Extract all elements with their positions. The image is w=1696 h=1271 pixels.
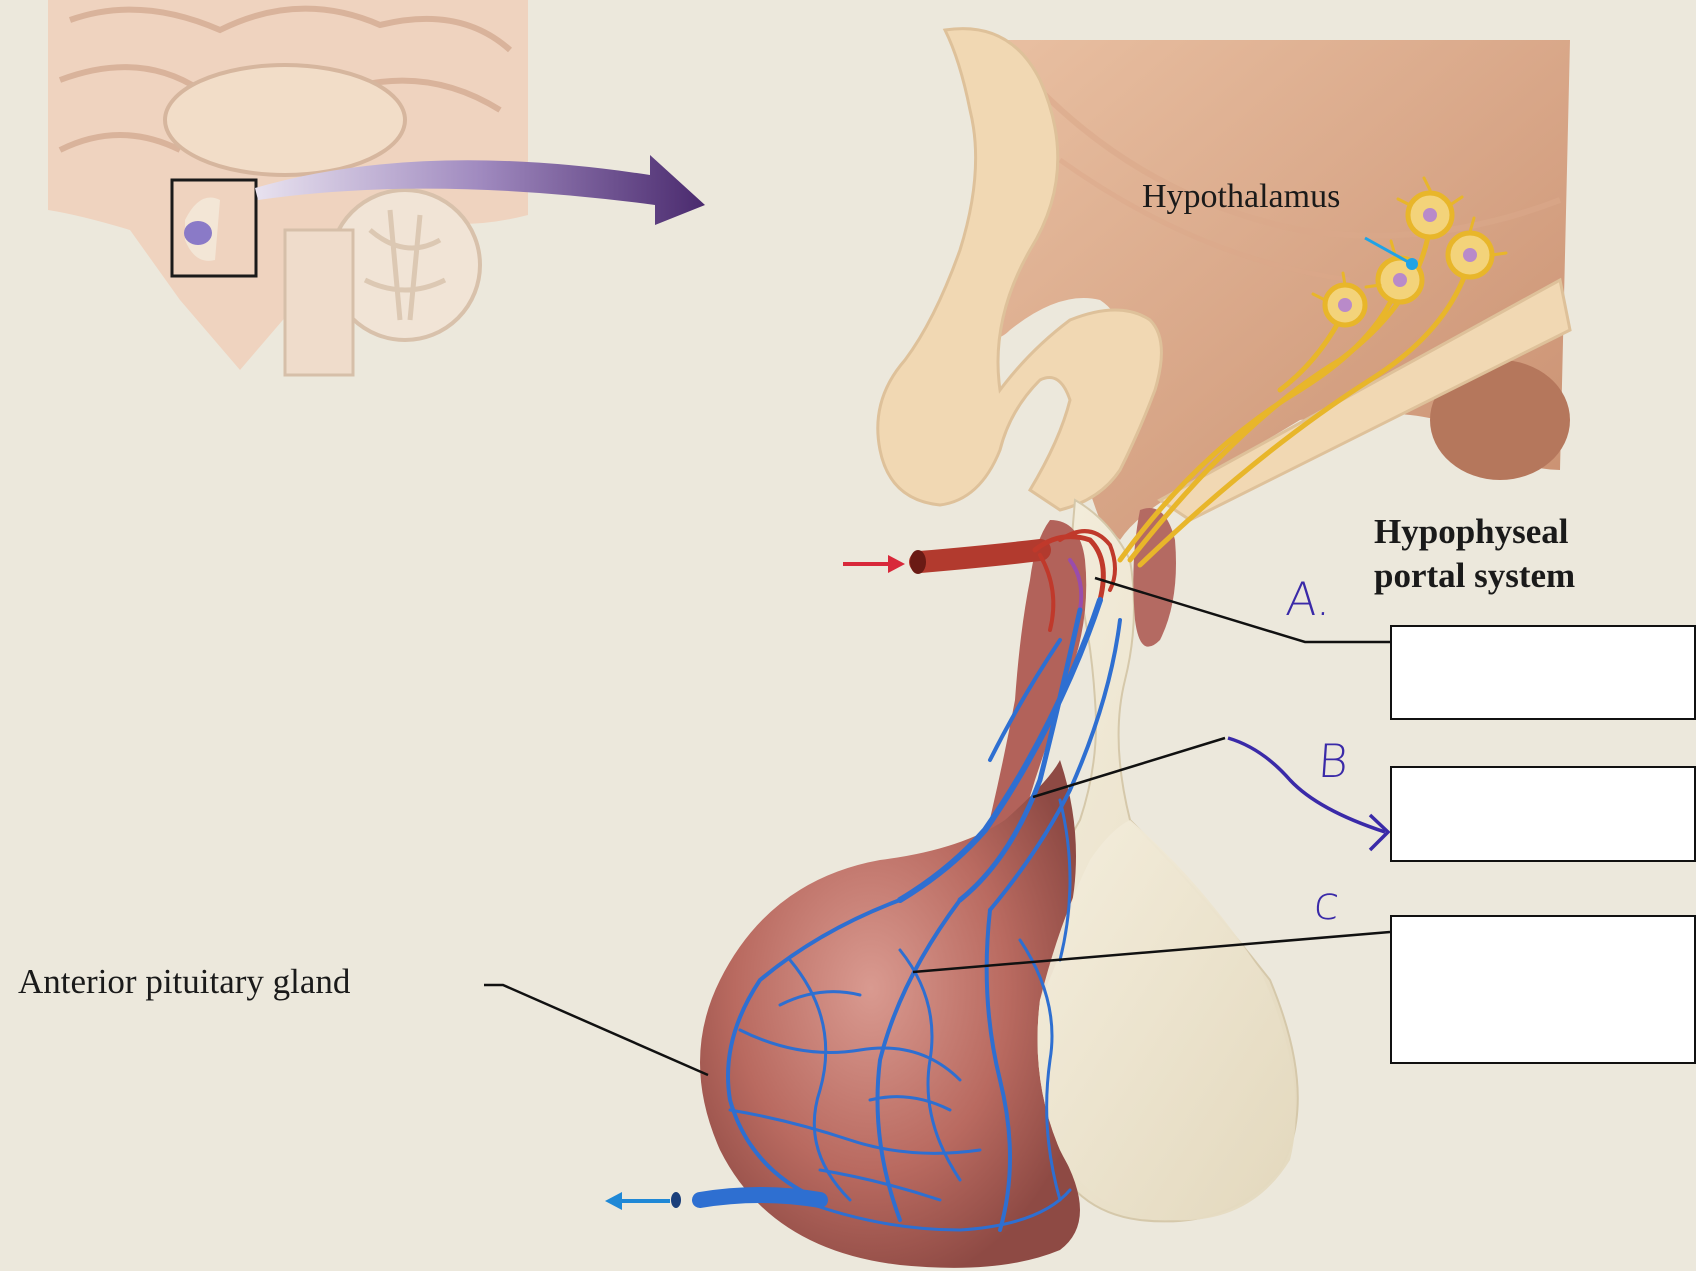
handwritten-b-arrow [1227, 736, 1386, 834]
answer-box-c[interactable] [1390, 915, 1696, 1064]
anterior-pituitary-gland [700, 760, 1080, 1268]
portal-title-line1: Hypophyseal [1374, 512, 1569, 551]
answer-box-a[interactable] [1390, 625, 1696, 720]
pars-tuberalis [980, 520, 1087, 860]
handwritten-label-a: A. [1284, 572, 1334, 626]
hypothalamus-label: Hypothalamus [1142, 178, 1341, 215]
leader-lines [484, 576, 1391, 1077]
answer-box-b[interactable] [1390, 766, 1696, 862]
anterior-pituitary-label: Anterior pituitary gland [18, 962, 351, 1001]
neuron-pointer [1364, 236, 1411, 265]
handwritten-label-b: B [1316, 734, 1351, 788]
portal-system-title: Hypophyseal portal system [1374, 510, 1575, 598]
portal-title-line2: portal system [1374, 556, 1576, 595]
hypothalamic-neurons [1117, 176, 1508, 568]
handwritten-label-c: c [1312, 876, 1342, 930]
portal-veins [692, 597, 1122, 1232]
zoom-arrow [255, 155, 705, 225]
